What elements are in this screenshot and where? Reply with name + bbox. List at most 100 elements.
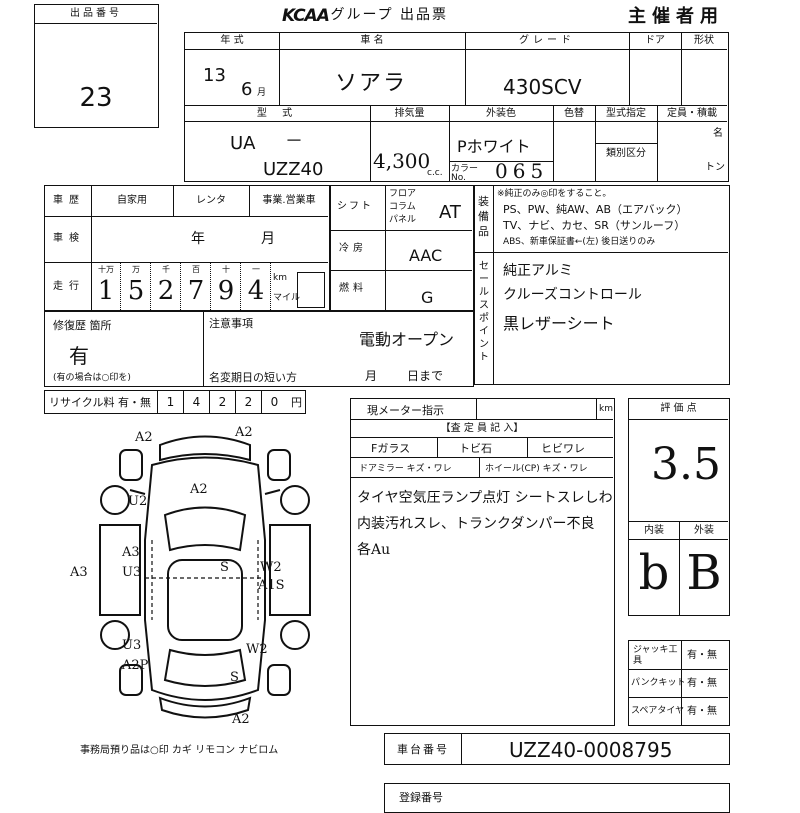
name-change-month: 月 <box>365 369 378 383</box>
color-change-label: 色替 <box>564 108 584 119</box>
damage-mark: A2 <box>190 482 208 497</box>
capacity-unit-persons: 名 <box>713 128 723 139</box>
capacity-label: 定員・積載 <box>667 108 717 119</box>
shift-option-column: コラム <box>389 202 416 212</box>
grade-box: 評 価 点 3.5 内装 外装 b B <box>628 398 730 616</box>
equipment-line1: PS、PW、純AW、AB（エアバック） <box>503 203 688 216</box>
inspector-box: 現メーター指示 km 【査 定 員 記 入】 Fガラス トビ石 ヒビワレ ドアミ… <box>350 398 615 726</box>
history-option-private: 自家用 <box>117 195 147 206</box>
damage-mark: S <box>220 560 229 575</box>
equipment-note: ※純正のみ◎印をすること。 <box>497 189 612 199</box>
month-value: 6 <box>241 79 253 100</box>
color-no-value: 065 <box>495 159 549 183</box>
recycle-digit: 2 <box>209 391 235 413</box>
recycle-digit: 4 <box>183 391 209 413</box>
glass-label: Fガラス <box>371 442 411 455</box>
damage-mark: A3 <box>70 565 88 580</box>
grade-score: 3.5 <box>651 439 721 490</box>
shift-option-floor: フロア <box>389 189 417 199</box>
jack-value: 有・無 <box>687 650 717 661</box>
lot-number-box: 出品番号 23 <box>34 4 159 128</box>
mileage-digit: 7 <box>187 276 205 306</box>
sales-point-2: クルーズコントロール <box>503 287 642 303</box>
name-label: 車 名 <box>360 35 384 46</box>
displacement-value: 4,300 <box>373 149 431 173</box>
repair-note: (有の場合は○印を) <box>53 373 131 383</box>
mirror-damage: ドアミラー キズ・ワレ <box>359 464 452 474</box>
recycle-unit: 円 <box>291 396 302 409</box>
drive-table: シフト フロア コラム パネル AT 冷房 AAC 燃料 G <box>330 185 474 311</box>
lot-number: 23 <box>79 83 113 113</box>
car-name: ソアラ <box>335 71 408 96</box>
model-spec-label: 型式指定 <box>606 108 646 119</box>
fuel-value: G <box>421 288 434 307</box>
type-code: UZZ40 <box>263 159 324 180</box>
mileage-label: 走行 <box>53 281 85 292</box>
sales-point-3: 黒レザーシート <box>503 314 615 333</box>
type-dash: － <box>285 131 303 152</box>
name-change-day: 日まで <box>407 369 444 383</box>
equipment-line3: ABS、新車保証書←(左) 後日送りのみ <box>503 237 656 247</box>
glass-chip: トビ石 <box>459 442 492 455</box>
km-label: km <box>273 273 287 283</box>
color-no-label: カラー No. <box>451 164 479 183</box>
interior-grade: b <box>638 545 670 601</box>
mileage-digit: 2 <box>157 276 175 306</box>
car-outline-icon <box>99 435 311 719</box>
km-checkbox[interactable] <box>297 272 325 308</box>
damage-mark: W2 <box>246 642 268 657</box>
spare-tire-value: 有・無 <box>687 706 717 717</box>
doors-label: ドア <box>645 35 665 46</box>
mileage-digit: 4 <box>247 276 265 306</box>
inspection-month: 月 <box>261 231 275 247</box>
displacement-unit: c.c. <box>427 168 443 178</box>
history-option-rental: レンタ <box>196 195 226 206</box>
year-value: 13 <box>203 65 226 86</box>
recycle-digit: 2 <box>235 391 261 413</box>
inspection-label: 車検 <box>53 233 85 244</box>
kcaa-logo: KCAA <box>282 6 330 26</box>
glass-crack: ヒビワレ <box>541 442 585 455</box>
body-shape-label: 形状 <box>694 35 714 46</box>
type-label: 型 式 <box>256 108 299 119</box>
exterior-color-label: 外装色 <box>486 108 516 119</box>
mileage-unit-label: 十 <box>222 265 230 274</box>
history-label: 車歴 <box>53 195 85 206</box>
displacement-label: 排気量 <box>394 108 425 119</box>
damage-mark: A2 <box>232 712 250 727</box>
mileage-unit-label: 千 <box>162 265 170 274</box>
exterior-color-value: Pホワイト <box>457 137 531 156</box>
meter-label: 現メーター指示 <box>367 404 444 417</box>
wheel-damage: ホイール(CP) キズ・ワレ <box>485 464 588 474</box>
exterior-grade: B <box>686 545 722 601</box>
damage-mark: A2 <box>135 430 153 445</box>
spare-tire-label: スペアタイヤ <box>631 706 685 716</box>
copy-type: 主催者用 <box>628 6 724 27</box>
damage-mark: U3 <box>122 565 142 580</box>
capacity-unit-tons: トン <box>705 162 725 173</box>
inspector-header: 【査 定 員 記 入】 <box>440 423 524 434</box>
sales-point-1: 純正アルミ <box>503 263 573 279</box>
repair-value: 有 <box>69 344 89 368</box>
puncture-kit-value: 有・無 <box>687 678 717 689</box>
chassis-box: 車台番号 UZZ40-0008795 <box>384 733 730 765</box>
inspector-comment-2: 内装汚れスレ、トランクダンパー不良 <box>357 516 595 532</box>
mileage-digit: 1 <box>97 276 115 306</box>
mileage-digit: 5 <box>127 276 145 306</box>
grade-value: 430SCV <box>503 75 582 99</box>
grade-label: グレード <box>519 35 575 46</box>
interior-label: 内装 <box>644 525 664 536</box>
recycle-label: リサイクル料 有・無 <box>49 396 151 409</box>
meter-unit: km <box>599 404 613 414</box>
equipment-label: 装備品 <box>478 195 489 238</box>
office-items: 事務局預り品は○印 カギ リモコン ナビロム <box>80 745 279 756</box>
fuel-label: 燃料 <box>339 283 367 294</box>
repair-notes-table: 修復歴 箇所 有 (有の場合は○印を) 注意事項 電動オープン 名変期日の短い方… <box>44 311 474 387</box>
